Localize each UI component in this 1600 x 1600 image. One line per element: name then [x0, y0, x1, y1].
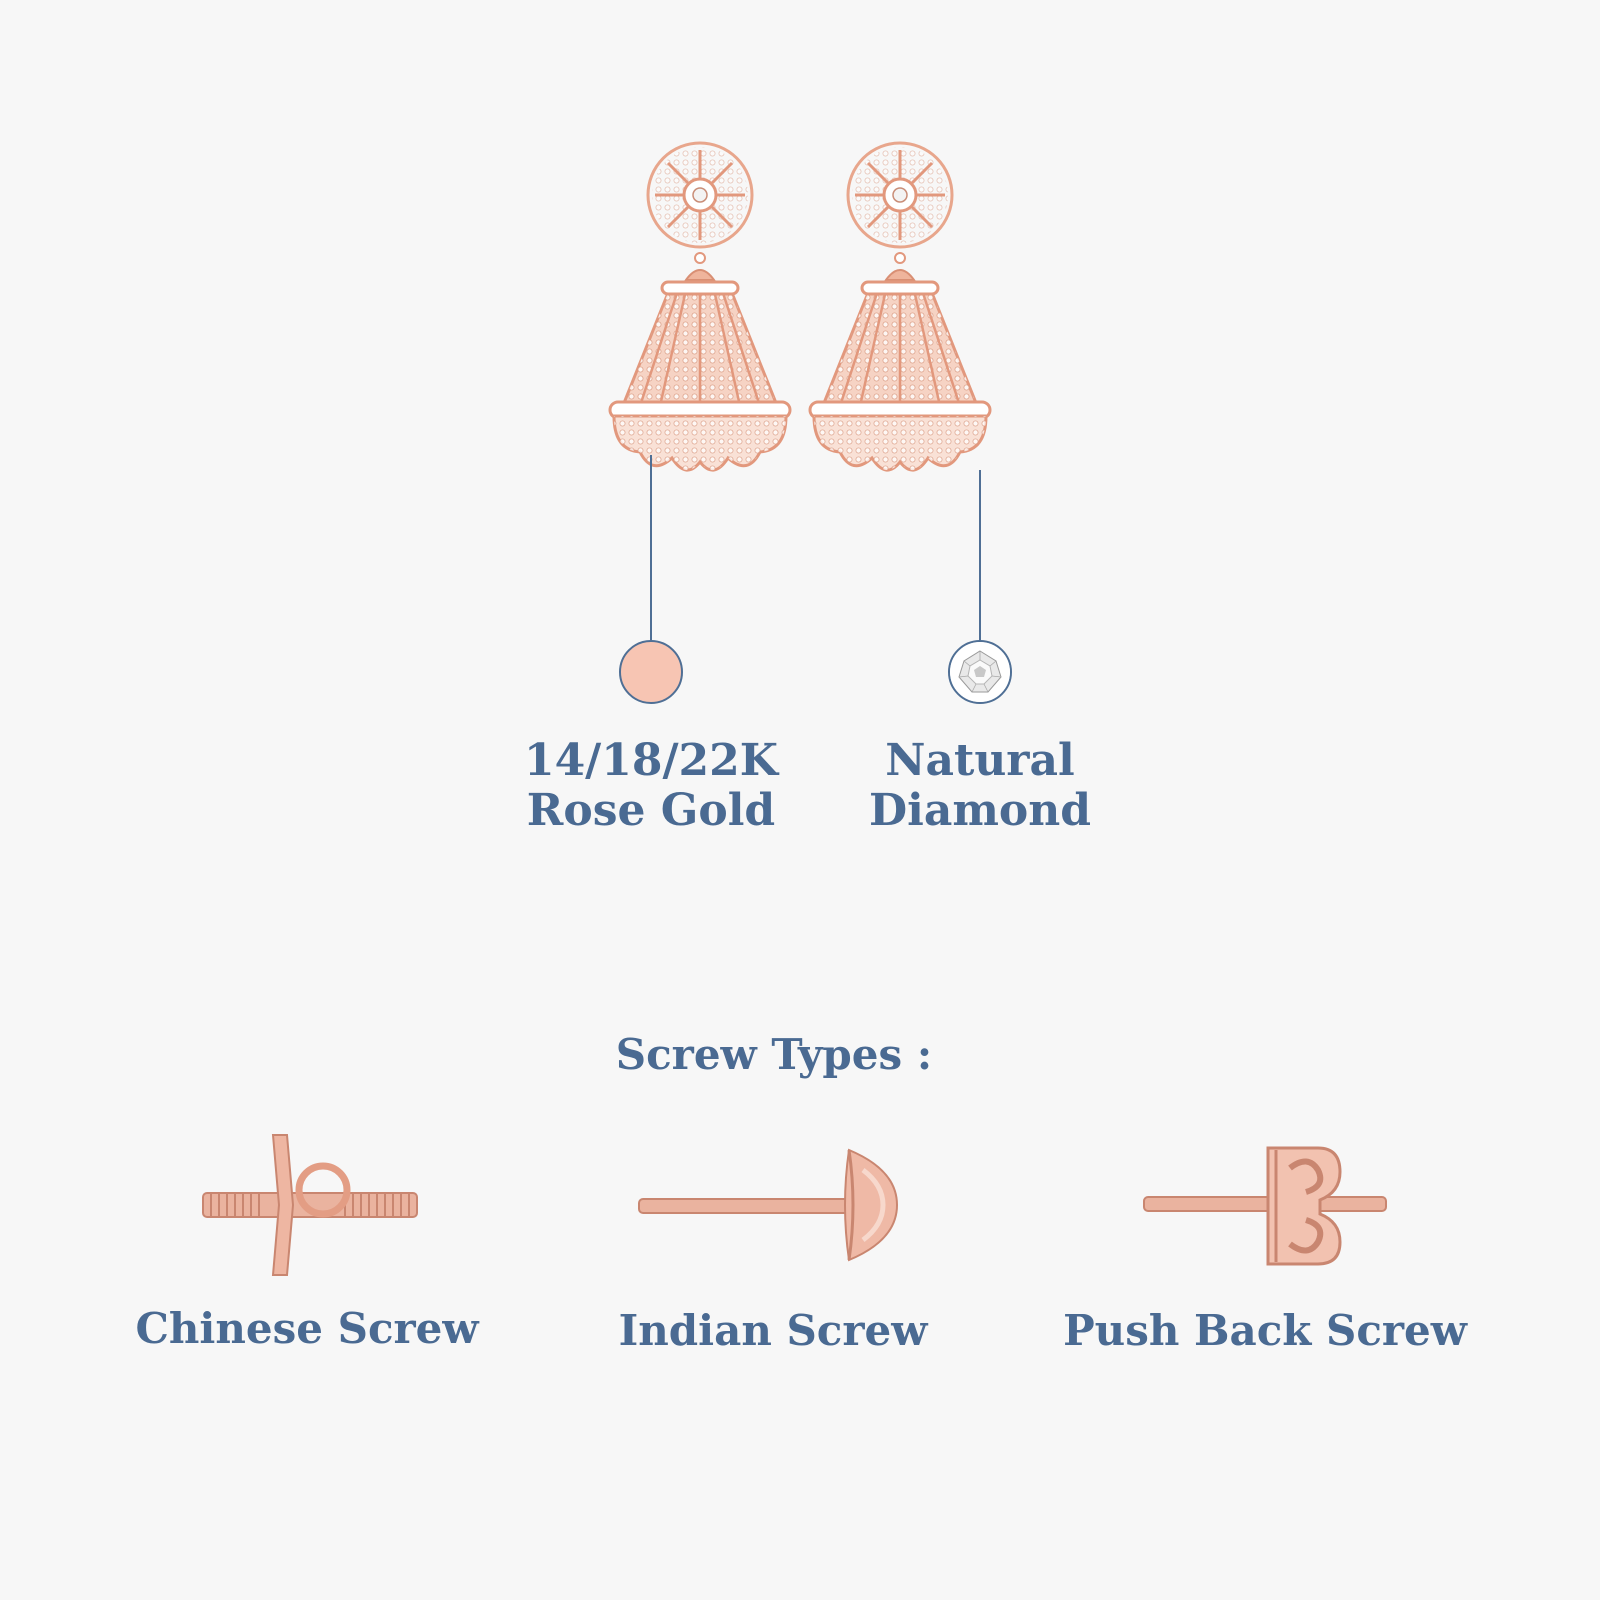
push-back-screw-icon: [1140, 1140, 1390, 1270]
rose-gold-label: 14/18/22K Rose Gold: [491, 736, 811, 836]
diamond-swatch-icon: [948, 640, 1012, 704]
rose-gold-label-line2: Rose Gold: [526, 785, 776, 836]
indian-screw-icon: [635, 1140, 915, 1270]
left-earring-image: [600, 140, 800, 485]
chinese-screw-label: Chinese Screw: [135, 1304, 479, 1353]
diamond-label-line2: Diamond: [868, 785, 1092, 836]
push-back-screw-label: Push Back Screw: [1063, 1306, 1467, 1355]
diamond-label-line1: Natural: [885, 735, 1075, 786]
rose-gold-callout-line: [650, 455, 652, 640]
diamond-label: Natural Diamond: [820, 736, 1140, 836]
chinese-screw-icon: [195, 1130, 425, 1280]
indian-screw-label: Indian Screw: [618, 1306, 928, 1355]
rose-gold-swatch-icon: [619, 640, 683, 704]
rose-gold-label-line1: 14/18/22K: [523, 735, 779, 786]
diamond-callout-line: [979, 470, 981, 640]
right-earring-image: [800, 140, 1000, 485]
screw-types-title: Screw Types :: [615, 1030, 933, 1079]
